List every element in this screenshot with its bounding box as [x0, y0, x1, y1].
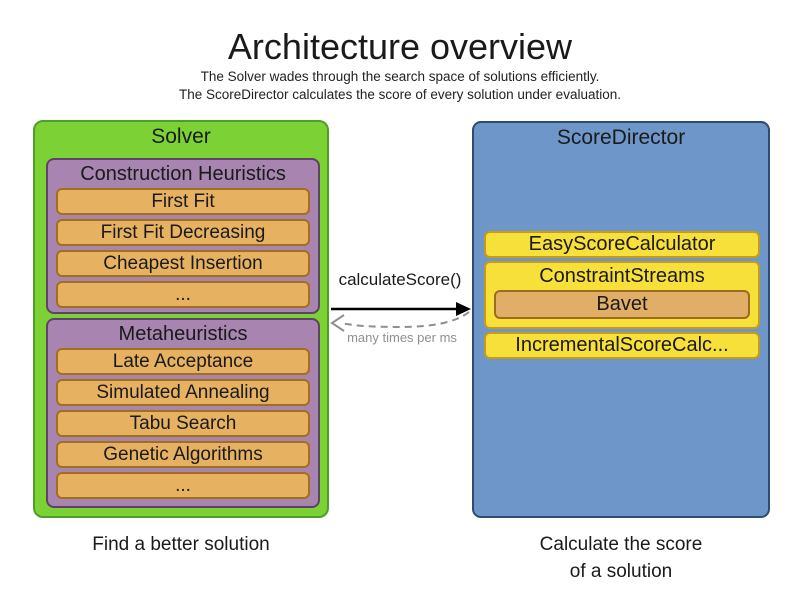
subtitle-line-2: The ScoreDirector calculates the score o… [179, 87, 621, 102]
list-item: Genetic Algorithms [56, 441, 310, 468]
list-item: Cheapest Insertion [56, 250, 310, 277]
metaheuristics-group: Metaheuristics Late Acceptance Simulated… [46, 318, 320, 508]
constraint-streams-item: ConstraintStreams Bavet [484, 261, 760, 329]
return-arrow [330, 311, 470, 332]
construction-heuristics-group: Construction Heuristics First Fit First … [46, 158, 320, 314]
score-director-box: ScoreDirector EasyScoreCalculator Constr… [472, 121, 770, 518]
calculator-stack: EasyScoreCalculator ConstraintStreams Ba… [484, 231, 760, 362]
subtitle-line-1: The Solver wades through the search spac… [200, 69, 600, 84]
solver-title: Solver [151, 125, 211, 148]
list-item: Simulated Annealing [56, 379, 310, 406]
list-item: ... [56, 472, 310, 499]
list-item: First Fit Decreasing [56, 219, 310, 246]
score-director-caption: Calculate the score of a solution [472, 531, 770, 585]
construction-heuristics-title: Construction Heuristics [80, 163, 286, 185]
list-item: First Fit [56, 188, 310, 215]
frequency-label: many times per ms [347, 330, 457, 345]
metaheuristics-title: Metaheuristics [118, 323, 248, 345]
score-director-caption-line-2: of a solution [569, 561, 673, 582]
score-director-title: ScoreDirector [556, 126, 686, 149]
list-item: Late Acceptance [56, 348, 310, 375]
easy-score-calculator-item: EasyScoreCalculator [484, 231, 760, 258]
list-item: ... [56, 281, 310, 308]
list-item: Tabu Search [56, 410, 310, 437]
calculate-score-arrow [331, 302, 471, 316]
constraint-streams-label: ConstraintStreams [539, 265, 705, 287]
incremental-score-calculator-item: IncrementalScoreCalc... [484, 332, 760, 359]
page-title: Architecture overview [227, 26, 573, 67]
calculate-score-label: calculateScore() [338, 270, 462, 289]
solver-caption: Find a better solution [92, 534, 270, 555]
score-director-caption-line-1: Calculate the score [539, 534, 703, 555]
solver-box: Solver Construction Heuristics First Fit… [33, 120, 329, 518]
bavet-item: Bavet [494, 290, 750, 319]
